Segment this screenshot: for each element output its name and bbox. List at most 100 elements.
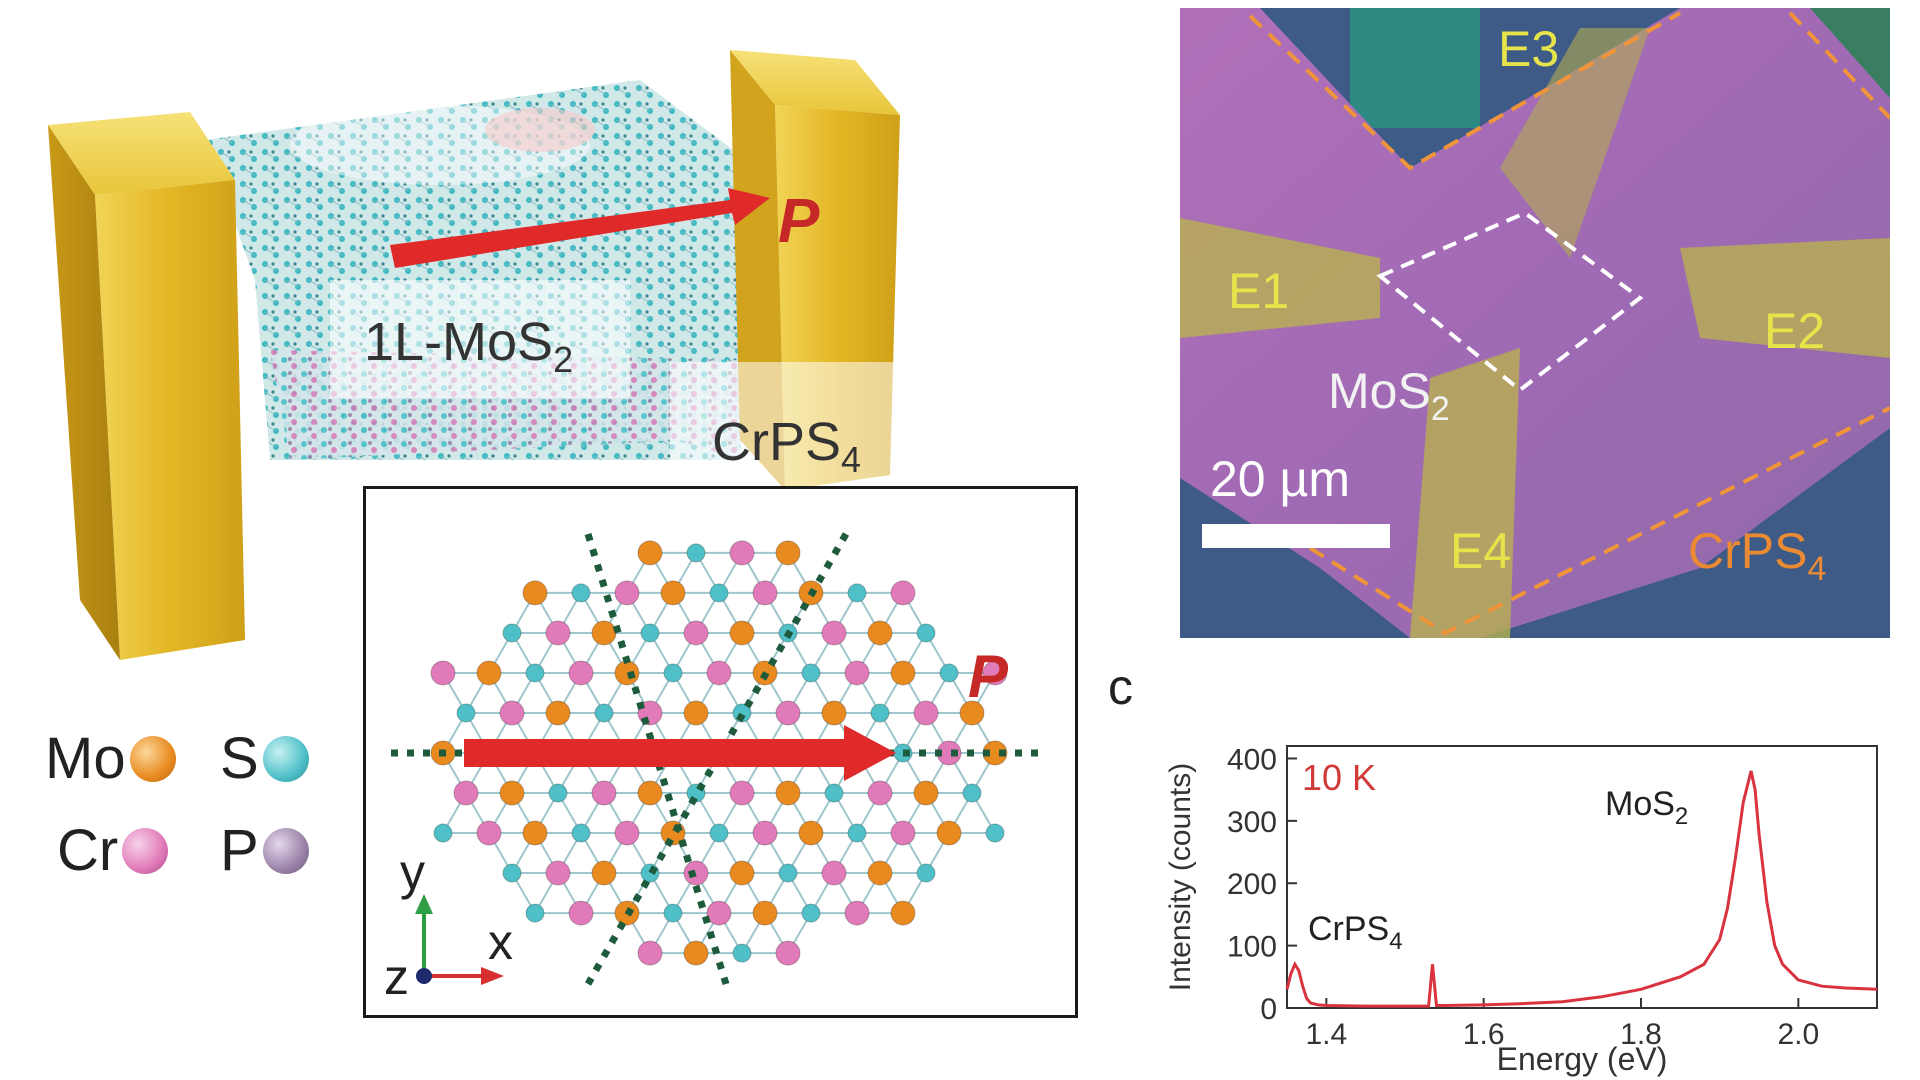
legend-item-mo: Mo bbox=[45, 725, 176, 792]
s-atom bbox=[571, 583, 591, 603]
s-atom bbox=[916, 623, 936, 643]
x-tick-label: 2.0 bbox=[1777, 1018, 1819, 1051]
mo-atom bbox=[683, 700, 709, 726]
mo-atom bbox=[867, 620, 893, 646]
crps4-edge-bottom bbox=[1308, 406, 1890, 636]
cr-atom bbox=[499, 700, 525, 726]
s-atom bbox=[847, 583, 867, 603]
cr-atom bbox=[637, 940, 663, 966]
s-atom bbox=[548, 783, 568, 803]
lattice-inset-drawing: P y x z bbox=[384, 532, 1046, 1005]
mos2-outline bbox=[1376, 210, 1644, 393]
cr-atom bbox=[545, 620, 571, 646]
electrode-e4-label: E4 bbox=[1450, 523, 1511, 579]
x-tick-label: 1.8 bbox=[1620, 1018, 1662, 1051]
s-atom bbox=[663, 663, 683, 683]
s-atom bbox=[640, 863, 660, 883]
plot-frame bbox=[1286, 745, 1878, 1009]
mo-atom bbox=[798, 820, 824, 846]
temperature-label: 10 K bbox=[1302, 757, 1376, 798]
cr-atom bbox=[545, 860, 571, 886]
cr-atom bbox=[706, 900, 732, 926]
s-atom-icon bbox=[262, 735, 309, 782]
axis-z-label: z bbox=[384, 949, 409, 1005]
mo-atom bbox=[499, 780, 525, 806]
inset-arrow-shaft bbox=[464, 739, 849, 767]
x-tick-label: 1.6 bbox=[1463, 1018, 1505, 1051]
axis-x-label: x bbox=[488, 914, 513, 970]
mo-atom bbox=[752, 900, 778, 926]
s-atom bbox=[709, 583, 729, 603]
cr-atom bbox=[867, 780, 893, 806]
panel-c-letter: c bbox=[1108, 659, 1133, 715]
mo-atom bbox=[683, 940, 709, 966]
pl-spectrum-line bbox=[1285, 770, 1878, 1008]
x-axis-arrow-icon bbox=[481, 967, 504, 985]
mo-atom bbox=[867, 860, 893, 886]
s-atom bbox=[985, 823, 1005, 843]
p-atom-icon bbox=[262, 827, 309, 874]
mo-atom bbox=[821, 700, 847, 726]
mo-atom bbox=[637, 780, 663, 806]
electrode-e1-stripe bbox=[1180, 218, 1380, 338]
s-atom bbox=[456, 703, 476, 723]
s-atom bbox=[939, 663, 959, 683]
atom-legend: Mo S Cr P bbox=[45, 725, 355, 895]
mo-atom bbox=[545, 700, 571, 726]
cr-atom bbox=[683, 860, 709, 886]
legend-p-symbol: P bbox=[220, 818, 259, 883]
cr-atom bbox=[591, 780, 617, 806]
crps4-substrate-label: CrPS4 bbox=[1688, 523, 1826, 588]
mo-atom bbox=[637, 540, 663, 566]
y-tick-label: 400 bbox=[1227, 743, 1277, 776]
s-atom bbox=[525, 663, 545, 683]
scale-bar-label: 20 µm bbox=[1210, 451, 1350, 507]
cr-atom bbox=[476, 820, 502, 846]
axis-y-label: y bbox=[400, 844, 425, 900]
cr-atom bbox=[775, 940, 801, 966]
cr-atom bbox=[683, 620, 709, 646]
cr-atom-icon bbox=[122, 827, 169, 874]
inset-arrow-head bbox=[844, 725, 896, 781]
crps4-flake bbox=[1180, 8, 1890, 638]
crps4-label: CrPS4 bbox=[712, 412, 861, 480]
cr-atom bbox=[453, 780, 479, 806]
s-atom bbox=[502, 623, 522, 643]
cr-atom bbox=[844, 660, 870, 686]
cr-atom bbox=[729, 540, 755, 566]
mo-atom bbox=[890, 900, 916, 926]
electrode-e1-label: E1 bbox=[1228, 263, 1289, 319]
mo-atom bbox=[729, 860, 755, 886]
electrode-e3-label: E3 bbox=[1498, 21, 1559, 77]
panel-a-device-illustration: 1L-MoS2 CrPS4 P bbox=[48, 50, 932, 660]
cr-atom bbox=[706, 660, 732, 686]
cr-atom bbox=[844, 900, 870, 926]
s-atom bbox=[778, 863, 798, 883]
legend-cr-symbol: Cr bbox=[57, 818, 119, 883]
electrode-e2-label: E2 bbox=[1764, 303, 1825, 359]
mos2-peak-label: MoS2 bbox=[1605, 785, 1688, 830]
s-atom bbox=[916, 863, 936, 883]
mo-atom bbox=[522, 580, 548, 606]
s-atom bbox=[870, 703, 890, 723]
x-axis-label: Energy (eV) bbox=[1497, 1041, 1668, 1077]
crps4-label-box bbox=[670, 362, 932, 492]
cr-atom bbox=[568, 900, 594, 926]
mo-atom bbox=[591, 620, 617, 646]
s-atom bbox=[433, 823, 453, 843]
mos2-flake-label: MoS2 bbox=[1328, 363, 1450, 428]
legend-item-cr: Cr bbox=[57, 817, 169, 884]
y-tick-label: 300 bbox=[1227, 806, 1277, 839]
mo-atom bbox=[936, 820, 962, 846]
crps4-edge-top bbox=[1248, 11, 1681, 171]
legend-mo-symbol: Mo bbox=[45, 726, 126, 791]
cr-atom bbox=[821, 860, 847, 886]
s-atom bbox=[709, 823, 729, 843]
mos2-label: 1L-MoS2 bbox=[364, 312, 573, 380]
mo-atom bbox=[775, 780, 801, 806]
s-atom bbox=[663, 903, 683, 923]
cr-atom bbox=[890, 580, 916, 606]
electrode-e4-stripe bbox=[1410, 348, 1520, 638]
z-axis-dot-icon bbox=[416, 968, 432, 984]
inset-polarization-label: P bbox=[968, 643, 1009, 710]
